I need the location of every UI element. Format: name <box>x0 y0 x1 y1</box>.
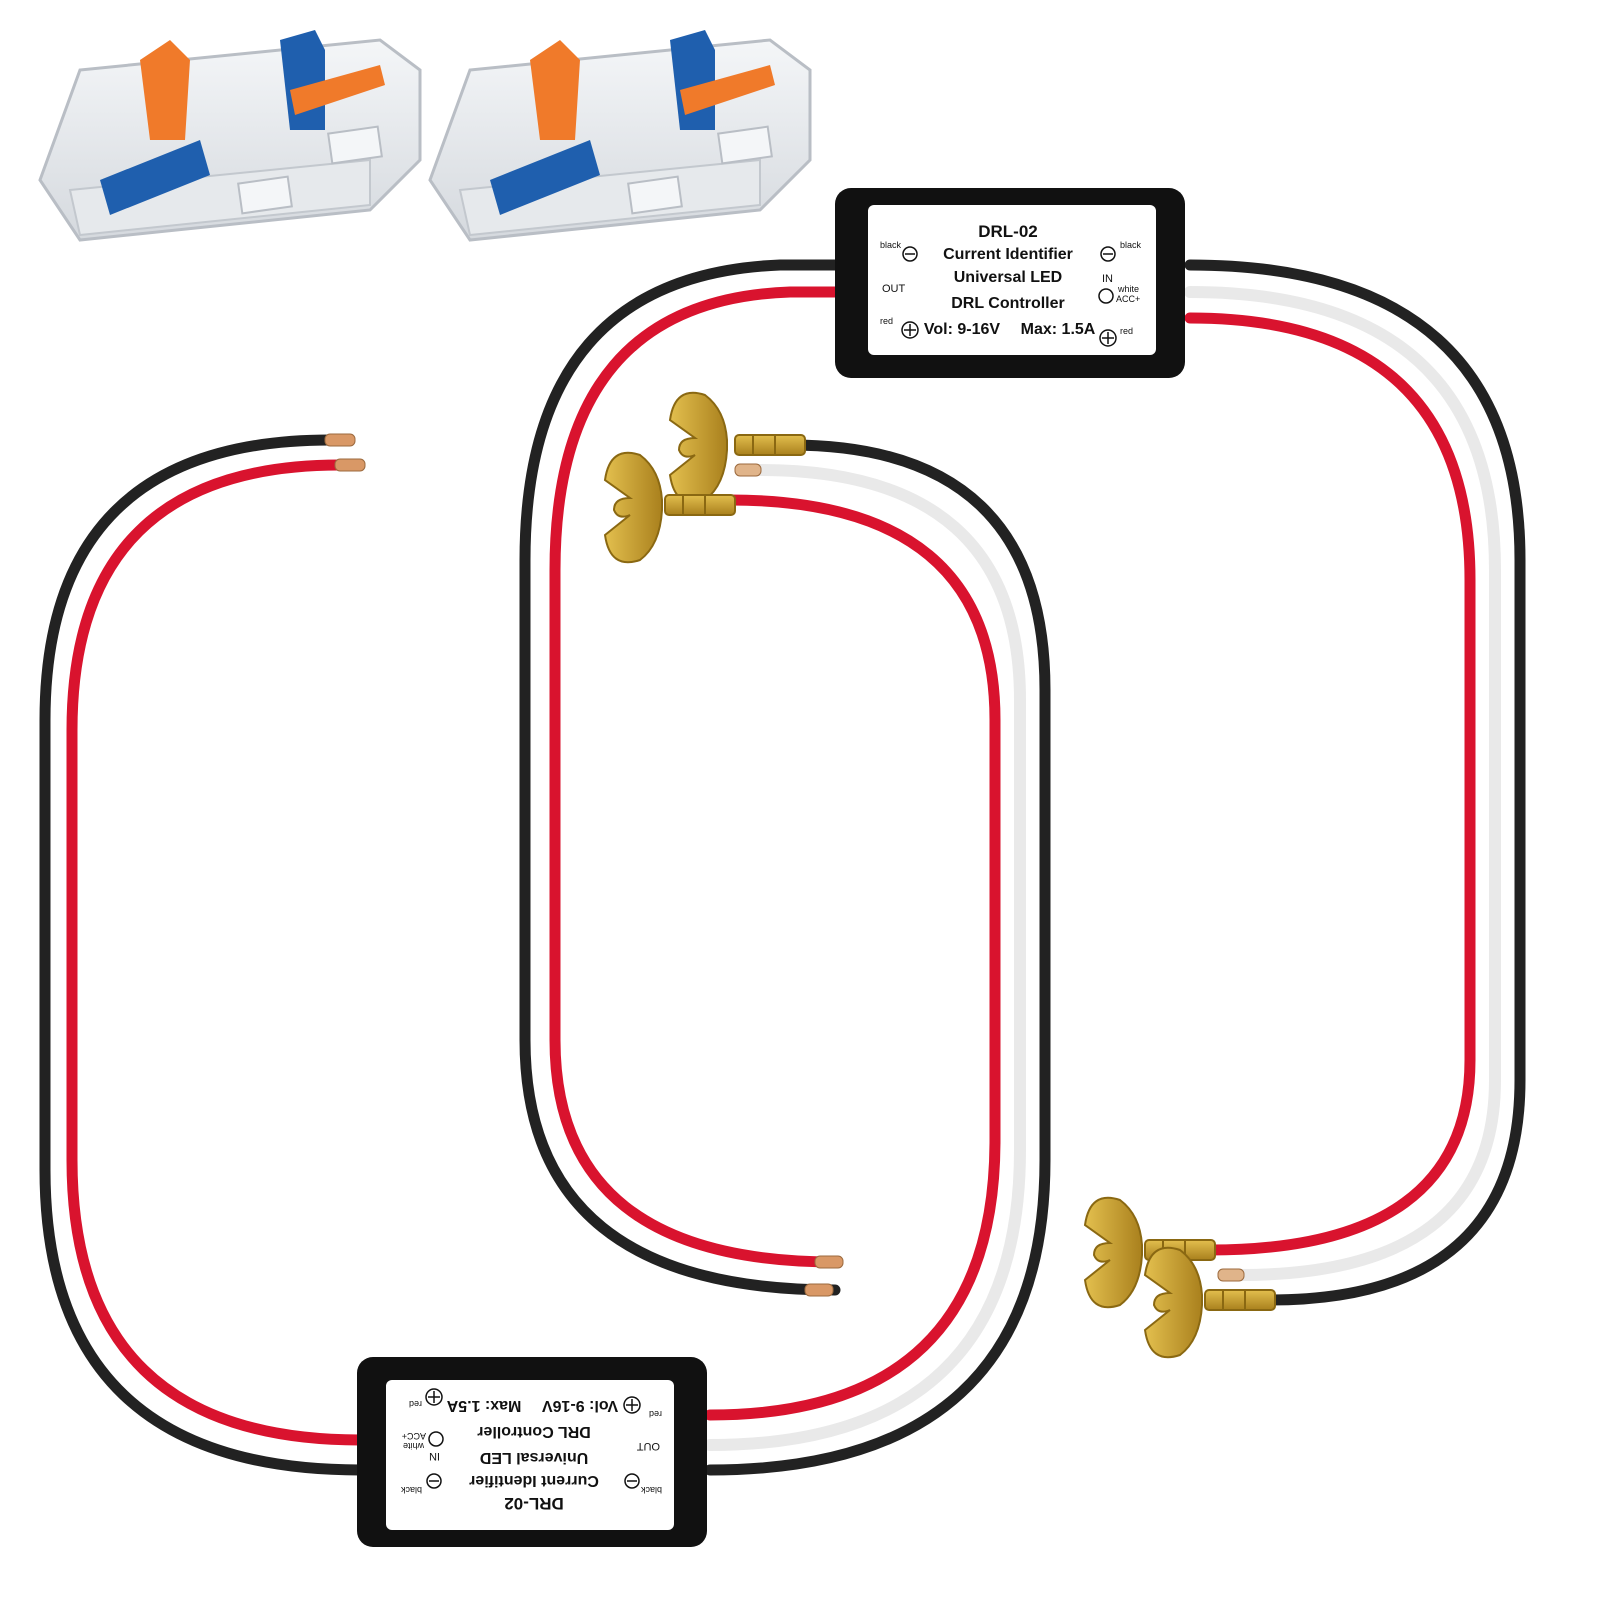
lower-white-wire-in <box>704 464 1026 1451</box>
module-in: IN <box>429 1450 440 1462</box>
module-model: DRL-02 <box>978 222 1038 241</box>
module-out: OUT <box>637 1440 661 1452</box>
module-line1: Current Identifier <box>469 1472 599 1489</box>
minus-icon <box>426 1473 640 1489</box>
module-max: Max: 1.5A <box>1021 321 1096 338</box>
module-black-right: black <box>400 1485 422 1495</box>
module-white: white <box>403 1441 425 1451</box>
module-model: DRL-02 <box>504 1494 564 1513</box>
plus-icon <box>425 1388 641 1414</box>
module-line2: Universal LED <box>480 1449 588 1466</box>
module-line3: DRL Controller <box>951 295 1064 312</box>
lever-connector-left <box>38 28 422 242</box>
module-red-right: red <box>1120 326 1133 336</box>
upper-black-wire-in <box>1184 259 1526 1306</box>
module-black-right: black <box>1120 240 1142 250</box>
module-line1: Current Identifier <box>943 246 1073 263</box>
plus-icon <box>901 321 1117 347</box>
module-in: IN <box>1102 273 1113 285</box>
module-voltage: Vol: 9-16V <box>924 321 1001 338</box>
lower-black-wire-out <box>39 434 366 1476</box>
module-line2: Universal LED <box>954 269 1062 286</box>
lower-harness-wires <box>39 434 1051 1476</box>
upper-red-wire-out <box>549 286 846 1268</box>
upper-black-wire-out <box>519 259 846 1296</box>
upper-harness-wires <box>519 259 1526 1306</box>
lever-connector-right <box>428 28 812 242</box>
upper-red-wire-in <box>1184 312 1476 1256</box>
module-white: white <box>1117 284 1139 294</box>
module-acc: ACC+ <box>402 1431 426 1441</box>
module-max: Max: 1.5A <box>446 1397 521 1414</box>
lower-red-wire-out <box>66 459 366 1446</box>
module-black-left: black <box>640 1485 662 1495</box>
module-acc: ACC+ <box>1116 294 1140 304</box>
module-line3: DRL Controller <box>477 1423 590 1440</box>
module-red-left: red <box>649 1409 662 1419</box>
spade-terminal-black-upper <box>669 391 806 504</box>
circle-icon <box>428 1431 444 1447</box>
spade-terminal-black-lower <box>1144 1246 1276 1359</box>
module-red-left: red <box>880 316 893 326</box>
module-black-left: black <box>880 240 902 250</box>
drl-module-upper: DRL-02 Current Identifier Universal LED … <box>835 188 1185 378</box>
module-out: OUT <box>882 283 906 295</box>
lower-red-wire-in <box>704 494 1001 1421</box>
minus-icon <box>902 246 1116 262</box>
circle-icon <box>1098 288 1114 304</box>
module-red-right: red <box>409 1399 422 1409</box>
upper-white-wire-in <box>1184 286 1501 1281</box>
bare-wire-tips <box>324 433 1245 1297</box>
module-voltage: Vol: 9-16V <box>542 1397 619 1414</box>
drl-module-lower: DRL-02 Current Identifier Universal LED … <box>357 1357 707 1547</box>
lower-black-wire-in <box>704 439 1051 1476</box>
